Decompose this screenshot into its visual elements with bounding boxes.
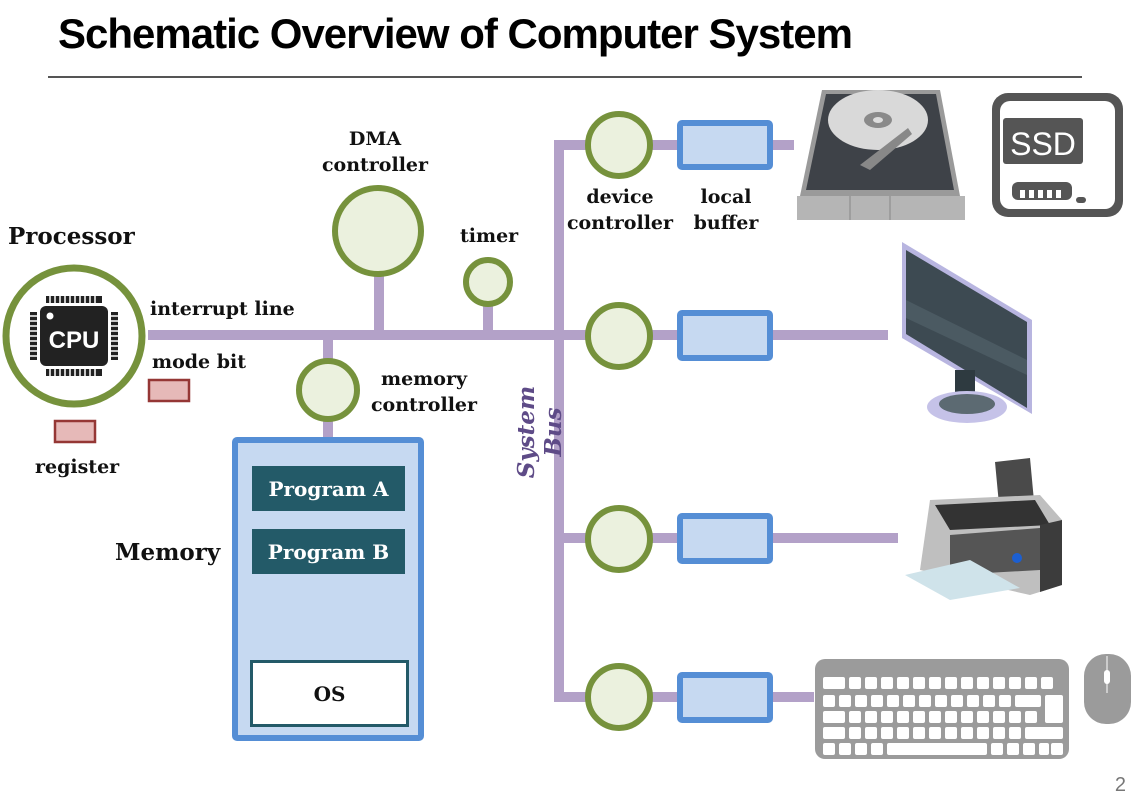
system-bus-vertical [554,140,564,702]
device-controller-row-printer [585,505,773,573]
local-buffer-box[interactable] [677,310,773,361]
local-buffer-box[interactable] [677,513,773,564]
mouse-icon[interactable] [1084,654,1131,724]
ssd-icon[interactable]: SSD [992,93,1123,217]
page-number: 2 [1114,774,1126,796]
keyboard-icon[interactable] [815,659,1069,759]
memory-controller-line1: memory [380,368,468,390]
register-label: register [35,456,120,478]
timer-label: timer [460,225,519,247]
program-a-block[interactable]: Program A [252,466,405,511]
device-controller-line2: controller [566,212,674,234]
processor-label: Processor [8,223,135,250]
dma-label-line2: controller [321,154,429,176]
memory-controller-label: memory controller [368,366,480,418]
timer-stem [483,300,493,332]
dma-controller-circle[interactable] [332,185,424,277]
slide-title: Schematic Overview of Computer System [58,10,853,57]
device-controller-line1: device [586,186,654,208]
interrupt-line-label: interrupt line [150,298,295,320]
dma-stem [374,260,384,332]
device-controller-label: device controller [564,184,676,236]
bus-branch-disk [554,140,794,150]
memory-controller-line2: controller [370,394,478,416]
memory-controller-circle[interactable] [296,358,360,422]
local-buffer-line1: local [700,186,752,208]
interrupt-line-bus [148,330,564,340]
cpu-chip-icon: CPU [30,296,118,376]
cpu-chip-text: CPU [49,327,100,354]
title-divider [48,76,1082,78]
hard-disk-icon[interactable] [797,90,965,220]
local-buffer-line2: buffer [693,212,759,234]
register-box[interactable] [53,419,97,444]
timer-circle[interactable] [463,257,513,307]
local-buffer-box[interactable] [677,120,773,170]
ssd-label: SSD [1010,126,1076,162]
device-controller-row-monitor [585,302,773,370]
os-block[interactable]: OS [250,660,409,727]
printer-icon[interactable] [905,458,1062,600]
device-controller-row-disk [585,111,773,179]
monitor-icon[interactable] [902,242,1032,423]
mode-bit-register[interactable] [147,378,191,403]
device-controller-row-keyboard [585,663,773,731]
local-buffer-box[interactable] [677,672,773,723]
device-controller-circle[interactable] [585,302,653,370]
system-bus-label: System Bus [513,385,567,479]
dma-label-line1: DMA [348,128,402,150]
dma-controller-label: DMA controller [318,126,432,178]
mode-bit-label: mode bit [152,351,247,373]
memory-label: Memory [115,539,221,566]
keyboard-keys [823,677,1063,755]
local-buffer-label: local buffer [688,184,764,236]
device-controller-circle[interactable] [585,663,653,731]
device-controller-circle[interactable] [585,505,653,573]
device-controller-circle[interactable] [585,111,653,179]
program-b-block[interactable]: Program B [252,529,405,574]
